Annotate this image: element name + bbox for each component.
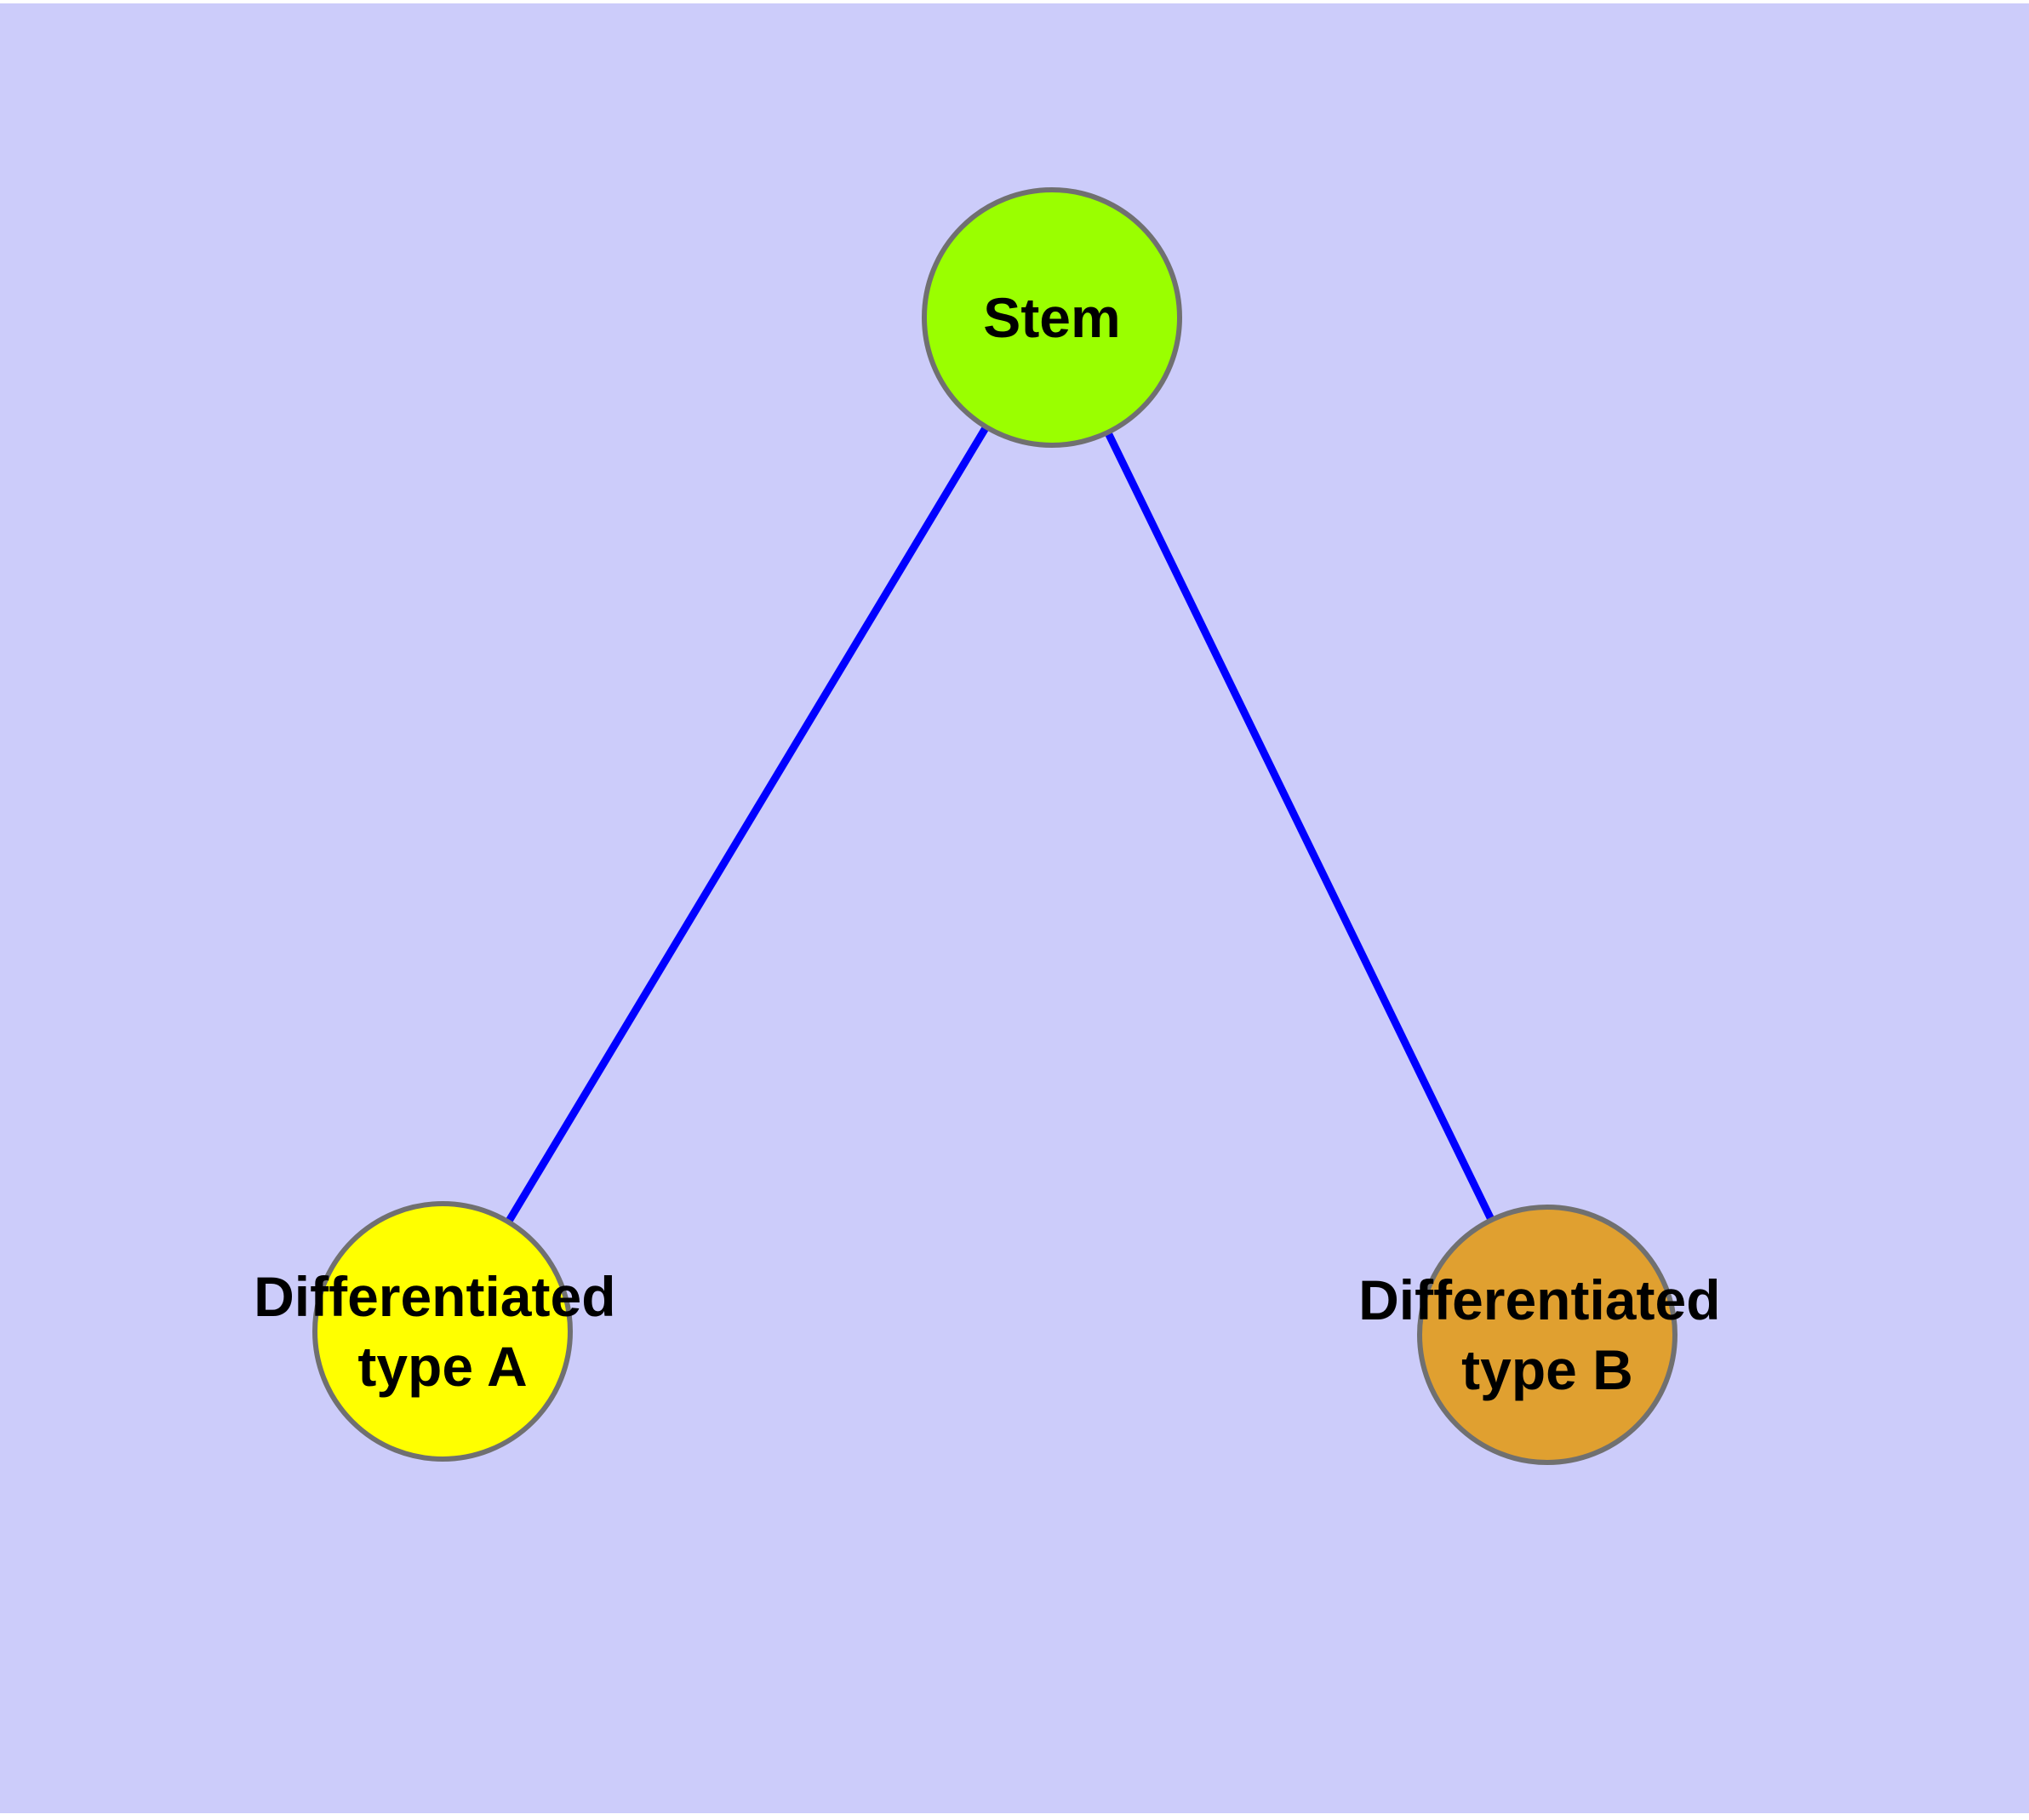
node-differentiated-type-b[interactable] [1417,1205,1677,1465]
node-layer [312,187,1677,1465]
node-label-line: type A [357,1335,527,1398]
edge-stem-to-differentiated-type-b[interactable] [1048,316,1552,1336]
label-layer: Stem Differentiated type A Differentiate… [254,286,1736,1401]
node-differentiated-type-a[interactable] [312,1201,573,1462]
node-stem[interactable] [922,187,1182,448]
node-label-differentiated-type-a: Differentiated type A [254,1265,632,1398]
node-label-line: Differentiated [254,1265,615,1328]
node-label-line: type B [1461,1338,1633,1401]
node-label-stem: Stem [983,286,1120,349]
edge-stem-to-differentiated-type-a[interactable] [439,315,1055,1334]
node-label-line: Stem [983,286,1120,349]
node-label-line: Differentiated [1358,1268,1720,1331]
edge-layer [439,315,1552,1336]
node-label-differentiated-type-b: Differentiated type B [1358,1268,1736,1401]
